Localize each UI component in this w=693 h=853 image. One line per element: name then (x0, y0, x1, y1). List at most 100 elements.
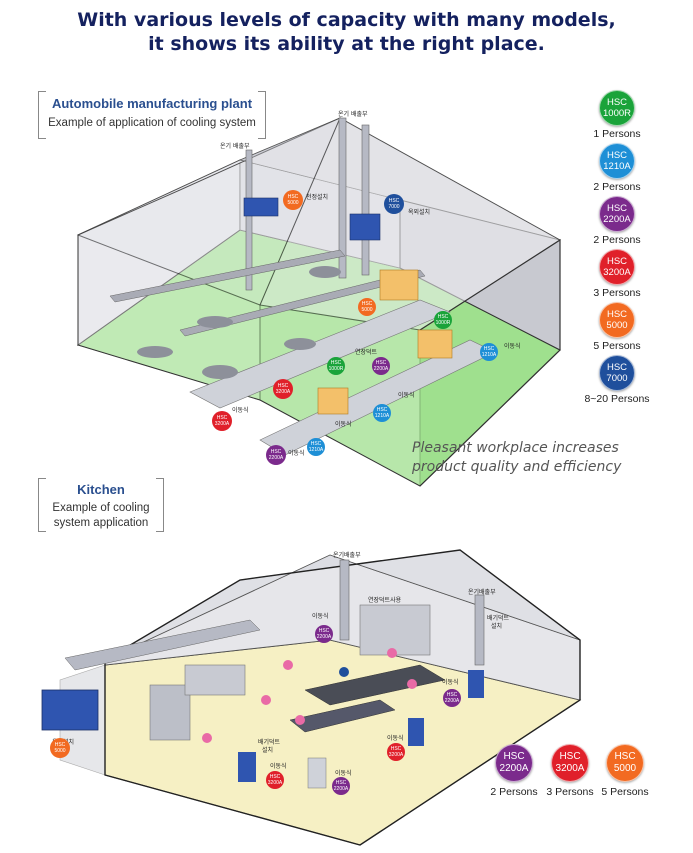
legend-persons: 2 Persons (593, 181, 641, 193)
plant-mobile-label-3: 이동식 (398, 391, 415, 399)
kitchen-duct-use-label: 연장덕트사용 (368, 596, 402, 604)
kitchen-badge-2200a-a: HSC 2200A (315, 625, 333, 643)
svg-text:HSC: HSC (336, 780, 347, 786)
legend-persons: 2 Persons (593, 234, 641, 246)
svg-text:HSC: HSC (484, 346, 495, 352)
plant-outdoor-install-label: 옥외설치 (408, 208, 430, 216)
plant-badge-2200a-a: HSC 2200A (372, 357, 390, 375)
svg-text:HSC: HSC (288, 194, 299, 200)
plant-mobile-label-2: 이동식 (232, 406, 249, 414)
kitchen-badge-5000: HSC 5000 (50, 738, 70, 758)
plant-badge-1000r-a: HSC 1000R (434, 311, 452, 329)
kitchen-subtitle-2: system application (53, 517, 149, 529)
kitchen-exhaust-duct-label-1: 배기덕트 (487, 614, 510, 622)
svg-text:5000: 5000 (361, 307, 372, 313)
svg-text:5000: 5000 (54, 748, 65, 754)
plant-badge-5000-b: HSC 5000 (358, 298, 376, 316)
kitchen-title: Kitchen (77, 482, 125, 497)
svg-text:HSC: HSC (270, 774, 281, 780)
plant-badge-3200a-b: HSC 3200A (212, 411, 232, 431)
svg-text:3200A: 3200A (276, 389, 291, 395)
svg-text:HSC: HSC (362, 301, 373, 307)
kitchen-badge-2200a-b: HSC 2200A (443, 689, 461, 707)
svg-text:2200A: 2200A (317, 634, 332, 640)
svg-text:7000: 7000 (388, 204, 399, 210)
kitchen-legend-persons: 5 Persons (601, 786, 649, 798)
kitchen-mobile-label-2: 이동식 (442, 678, 459, 686)
legend-persons: 5 Persons (593, 340, 641, 352)
kitchen-legend-persons: 2 Persons (490, 786, 538, 798)
svg-text:1000R: 1000R (329, 366, 344, 372)
kitchen-subtitle-1: Example of cooling (52, 502, 150, 514)
svg-text:HSC: HSC (319, 628, 330, 634)
kitchen-mobile-label-5: 이동식 (387, 734, 404, 742)
svg-text:HSC: HSC (271, 449, 282, 455)
kitchen-badge-2200a-c: HSC 2200A (332, 777, 350, 795)
svg-text:2200A: 2200A (269, 455, 284, 461)
svg-text:5000: 5000 (287, 200, 298, 206)
kitchen-badge-3200a-b: HSC 3200A (387, 743, 405, 761)
plant-badge-1210a-b: HSC 1210A (373, 404, 391, 422)
svg-text:HSC: HSC (331, 360, 342, 366)
svg-text:HSC: HSC (311, 441, 322, 447)
svg-text:2200A: 2200A (334, 786, 349, 792)
headline-line-2: it shows its ability at the right place. (148, 33, 545, 55)
svg-text:1000R: 1000R (436, 320, 451, 326)
svg-text:1210A: 1210A (375, 413, 390, 419)
legend-persons: 3 Persons (593, 287, 641, 299)
tagline: Pleasant workplace increases product qua… (412, 439, 672, 477)
svg-text:HSC: HSC (438, 314, 449, 320)
headline-line-1: With various levels of capacity with man… (77, 9, 616, 31)
legend-persons: 8~20 Persons (584, 393, 650, 405)
kitchen-exhaust-right-label: 온기배출부 (468, 588, 496, 596)
plant-mobile-label-5: 이동식 (288, 449, 305, 457)
kitchen-exhaust-top-label: 온기배출부 (333, 551, 361, 559)
svg-text:HSC: HSC (391, 746, 402, 752)
kitchen-exhaust-duct-label-2: 설치 (491, 622, 502, 630)
svg-text:1210A: 1210A (309, 447, 324, 453)
kitchen-badge-3200a-a: HSC 3200A (266, 771, 284, 789)
plant-badge-1000r-b: HSC 1000R (327, 357, 345, 375)
svg-text:HSC: HSC (278, 383, 289, 389)
svg-text:HSC: HSC (447, 692, 458, 698)
svg-text:3200A: 3200A (215, 421, 230, 427)
svg-text:HSC: HSC (389, 198, 400, 204)
kitchen-mobile-label-4: 이동식 (335, 769, 352, 777)
legend-persons: 1 Persons (593, 128, 641, 140)
plant-exhaust-left-label: 온기 배출부 (220, 142, 250, 150)
svg-text:HSC: HSC (377, 407, 388, 413)
plant-badge-7000: HSC 7000 (384, 194, 404, 214)
plant-mobile-label-4: 이동식 (335, 420, 352, 428)
svg-text:3200A: 3200A (389, 752, 404, 758)
kitchen-building-illustration (41, 549, 582, 846)
svg-text:HSC: HSC (217, 415, 228, 421)
plant-badge-3200a-a: HSC 3200A (273, 379, 293, 399)
kitchen-exhaust-duct-label-4: 설치 (262, 746, 273, 754)
kitchen-callout: Kitchen Example of cooling system applic… (38, 478, 164, 532)
tagline-line-1: Pleasant workplace increases (412, 440, 619, 456)
kitchen-mobile-label-1: 이동식 (312, 612, 329, 620)
tagline-line-2: product quality and efficiency (412, 459, 622, 475)
plant-duct-label: 연장덕트 (355, 348, 378, 356)
svg-text:2200A: 2200A (445, 698, 460, 704)
plant-mobile-label-1: 이동식 (504, 342, 521, 350)
plant-ceiling-install-label: 천정설치 (306, 193, 328, 201)
svg-text:HSC: HSC (376, 360, 387, 366)
svg-text:3200A: 3200A (268, 780, 283, 786)
headline: With various levels of capacity with man… (0, 8, 693, 56)
kitchen-legend-persons: 3 Persons (546, 786, 594, 798)
